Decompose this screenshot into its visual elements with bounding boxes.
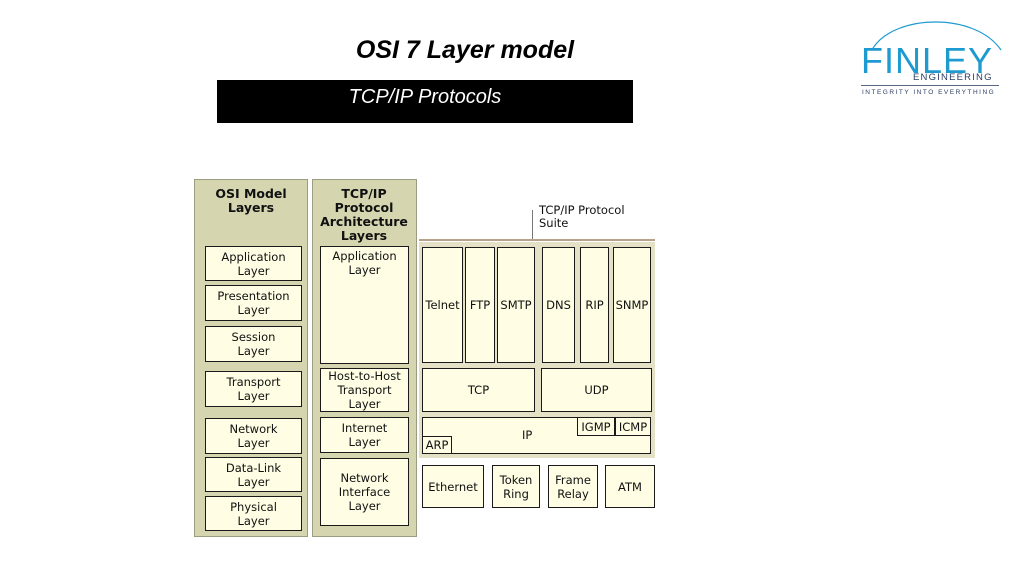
subtitle-bar: TCP/IP Protocols [217,80,633,123]
protocol-ethernet: Ethernet [422,465,484,508]
osi-layer-transport: Transport Layer [205,371,302,407]
protocol-token-ring: Token Ring [492,465,540,508]
tcpip-layer-transport: Host-to-Host Transport Layer [320,368,409,412]
protocol-ftp: FTP [465,247,495,363]
tcpip-heading: TCP/IP Protocol Architecture Layers [320,186,408,243]
osi-layer-data-link: Data-Link Layer [205,457,302,492]
logo-divider [861,85,999,86]
protocol-tcp: TCP [422,368,535,412]
subtitle-text: TCP/IP Protocols [348,86,502,108]
protocol-atm: ATM [605,465,655,508]
tcpip-layer-application: Application Layer [320,246,409,364]
finley-logo: FINLEY ENGINEERING INTEGRITY INTO EVERYT… [855,14,1005,104]
protocol-smtp: SMTP [497,247,535,363]
protocol-telnet: Telnet [422,247,463,363]
osi-heading: OSI Model Layers [215,186,287,215]
suite-label: TCP/IP Protocol Suite [539,203,625,230]
osi-layer-physical: Physical Layer [205,496,302,531]
protocol-ip: IP [522,428,533,442]
tcpip-layer-internet: Internet Layer [320,417,409,453]
osi-layer-network: Network Layer [205,418,302,454]
protocol-igmp: IGMP [577,417,615,436]
tcpip-layer-network-interface: Network Interface Layer [320,458,409,526]
osi-layer-session: Session Layer [205,326,302,362]
protocol-frame-relay: Frame Relay [548,465,598,508]
protocol-dns: DNS [542,247,575,363]
protocol-udp: UDP [541,368,652,412]
protocol-arp: ARP [422,436,452,454]
suite-bracket-tick [532,210,533,240]
suite-bracket-line [419,239,655,241]
protocol-snmp: SNMP [613,247,651,363]
slide-title: OSI 7 Layer model [355,36,575,64]
protocol-icmp: ICMP [615,417,651,436]
protocol-rip: RIP [580,247,609,363]
osi-layer-application: Application Layer [205,246,302,281]
osi-layer-presentation: Presentation Layer [205,285,302,321]
logo-subtitle: ENGINEERING [913,72,993,83]
logo-swoosh-icon [872,21,1002,51]
logo-wordmark: FINLEY [861,40,994,81]
logo-tagline: INTEGRITY INTO EVERYTHING [862,89,996,96]
